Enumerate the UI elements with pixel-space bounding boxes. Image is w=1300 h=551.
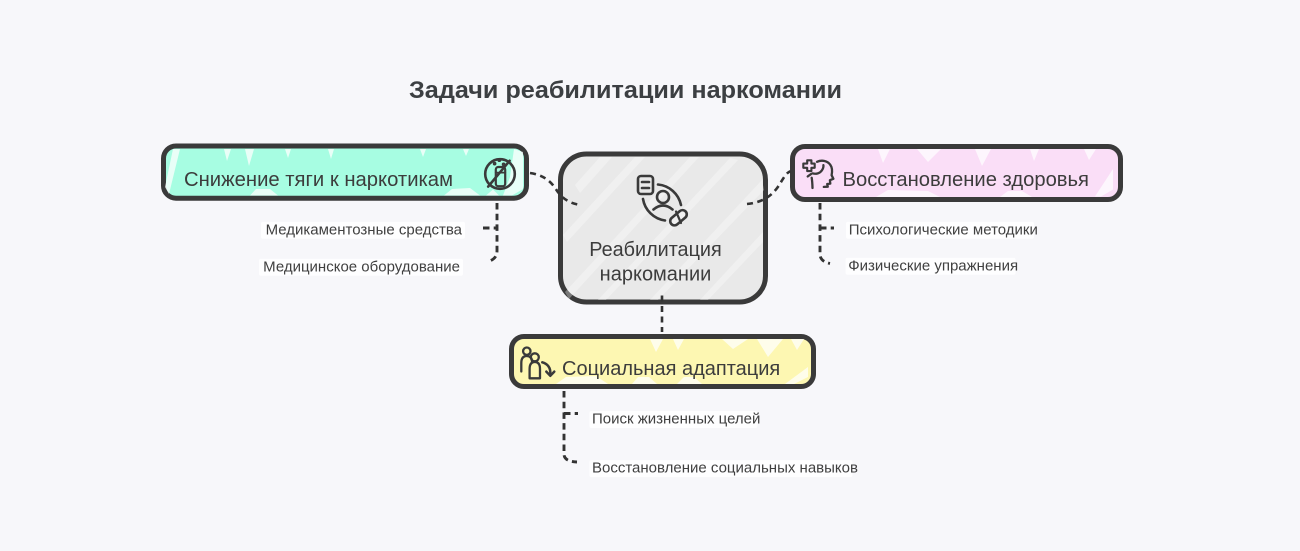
svg-text:Задачи реабилитации наркомании: Задачи реабилитации наркомании	[409, 77, 842, 104]
svg-text:Поиск жизненных целей: Поиск жизненных целей	[592, 411, 760, 428]
svg-text:Восстановление здоровья: Восстановление здоровья	[843, 169, 1090, 191]
svg-text:Медикаментозные средства: Медикаментозные средства	[266, 221, 463, 238]
svg-text:Снижение тяги к наркотикам: Снижение тяги к наркотикам	[184, 169, 453, 191]
svg-text:Социальная адаптация: Социальная адаптация	[562, 358, 780, 380]
svg-text:Физические упражнения: Физические упражнения	[848, 257, 1018, 274]
svg-text:Психологические методики: Психологические методики	[849, 221, 1038, 238]
svg-text:наркомании: наркомании	[600, 263, 712, 285]
svg-text:Реабилитация: Реабилитация	[589, 239, 722, 261]
svg-text:Восстановление социальных навы: Восстановление социальных навыков	[592, 460, 858, 477]
svg-text:Медицинское оборудование: Медицинское оборудование	[263, 258, 460, 275]
